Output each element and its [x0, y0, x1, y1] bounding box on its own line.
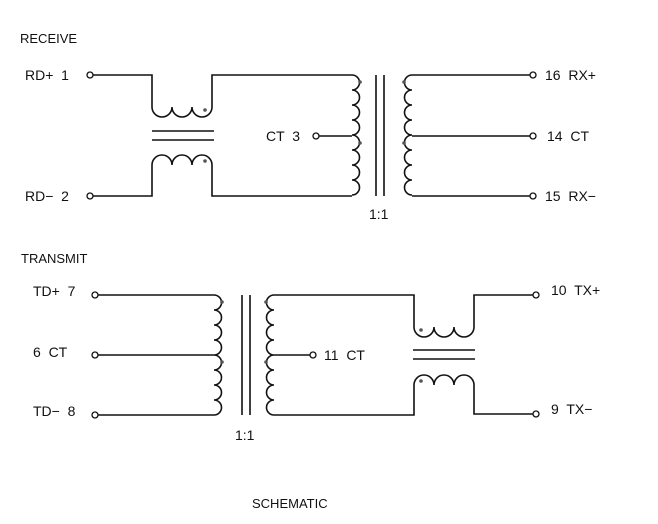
pin-ct6-label: 6 CT [33, 344, 68, 360]
transformer-primary-coil [351, 74, 361, 196]
polarity-dot [264, 300, 268, 304]
receive-label: RECEIVE [20, 31, 77, 46]
polarity-dot [220, 360, 224, 364]
pin-rx-minus-label: 15 RX− [545, 188, 596, 204]
pin-rd-minus-label: RD− 2 [25, 188, 69, 204]
terminal-rx-plus [529, 71, 537, 79]
polarity-dot [358, 80, 362, 84]
polarity-dot [419, 328, 423, 332]
wire-tx-minus [473, 385, 533, 415]
polarity-dot [220, 300, 224, 304]
transmit-section: TRANSMIT TD+ 7 6 CT TD− 8 11 CT [21, 251, 600, 443]
tx-transformer-secondary-coil [265, 294, 275, 416]
polarity-dot [203, 159, 207, 163]
pin-tx-minus-label: 9 TX− [551, 401, 592, 417]
polarity-dot [419, 379, 423, 383]
wire-choke-bottom [211, 165, 352, 197]
pin-rx-plus-label: 16 RX+ [545, 67, 596, 83]
terminal-rd-minus [86, 192, 94, 200]
tx-transformer-primary-coil [213, 294, 223, 416]
terminal-ct6 [91, 351, 99, 359]
wire-tx-secondary-bottom [274, 385, 415, 416]
terminal-tx-minus [532, 410, 540, 418]
tx-choke-coil-bottom [413, 374, 475, 386]
tx-choke-coil-top [413, 326, 475, 338]
choke-coil-top [151, 106, 213, 118]
terminal-tx-plus [532, 291, 540, 299]
choke-coil-bottom [151, 154, 213, 166]
terminal-ct3 [312, 132, 320, 140]
wire-rd-plus [93, 74, 153, 107]
wire-choke-top [211, 74, 352, 107]
pin-rd-plus-label: RD+ 1 [25, 67, 69, 83]
transformer-secondary-coil [403, 74, 413, 196]
terminal-ct11 [309, 351, 317, 359]
pin-ct3-label: CT 3 [266, 128, 300, 144]
transmit-ratio-label: 1:1 [235, 427, 255, 443]
pin-tx-plus-label: 10 TX+ [551, 282, 600, 298]
wire-tx-plus [473, 294, 533, 327]
pin-td-minus-label: TD− 8 [33, 403, 76, 419]
pin-td-plus-label: TD+ 7 [33, 283, 76, 299]
wire-rd-minus [93, 165, 153, 197]
receive-section: RECEIVE RD+ 1 RD− 2 CT 3 [20, 31, 596, 222]
wire-tx-secondary-top [274, 294, 415, 327]
terminal-rx-minus [529, 192, 537, 200]
terminal-td-plus [91, 291, 99, 299]
terminal-ct14 [529, 132, 537, 140]
polarity-dot [203, 108, 207, 112]
polarity-dot [264, 360, 268, 364]
pin-ct14-label: 14 CT [547, 128, 589, 144]
schematic-title: SCHEMATIC [252, 496, 328, 511]
terminal-td-minus [91, 411, 99, 419]
polarity-dot [402, 80, 406, 84]
pin-ct11-label: 11 CT [324, 347, 365, 363]
transmit-label: TRANSMIT [21, 251, 88, 266]
polarity-dot [358, 141, 362, 145]
terminal-rd-plus [86, 71, 94, 79]
receive-ratio-label: 1:1 [369, 206, 389, 222]
polarity-dot [402, 141, 406, 145]
